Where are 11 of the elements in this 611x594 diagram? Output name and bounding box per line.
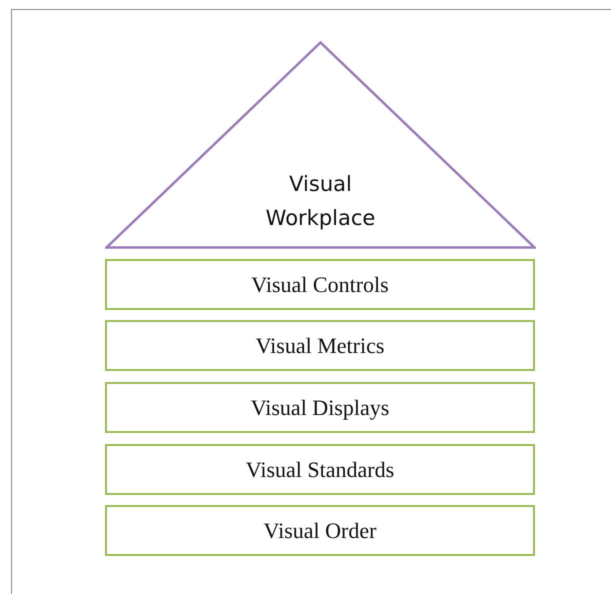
layer-box (105, 259, 535, 310)
layer-box (105, 382, 535, 433)
layer-label: Visual Controls (251, 272, 389, 298)
layer-box (105, 320, 535, 371)
roof-label: Visual Workplace (264, 171, 376, 232)
layer-box (105, 444, 535, 495)
layer-label: Visual Order (264, 518, 376, 544)
layer-box (105, 505, 535, 556)
layer-label: Visual Standards (246, 456, 394, 482)
layer-label: Visual Metrics (256, 332, 384, 358)
layer-label: Visual Displays (250, 394, 390, 420)
